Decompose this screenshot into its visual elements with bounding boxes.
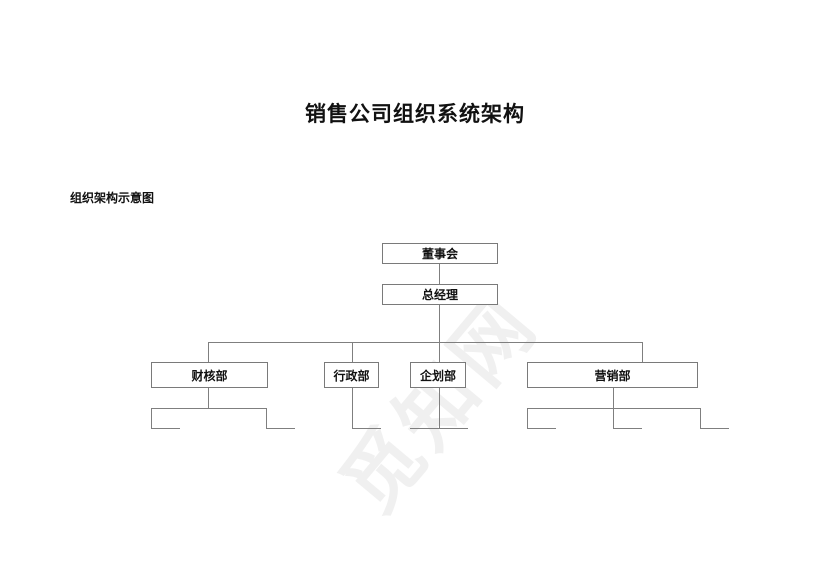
- connector-finance-sub-left-stub: [151, 428, 180, 429]
- node-planning-dept-label: 企划部: [419, 368, 456, 383]
- connector-drop-sales: [642, 342, 643, 362]
- connector-planning-sub-stub: [410, 428, 468, 429]
- connector-dept-bus: [208, 342, 643, 343]
- node-board: 董事会: [382, 243, 498, 264]
- node-planning-dept: 企划部: [410, 362, 466, 388]
- page-title: 销售公司组织系统架构: [305, 102, 525, 126]
- diagram-subtitle: 组织架构示意图: [70, 191, 155, 205]
- connector-sales-sub-right: [700, 408, 701, 429]
- node-sales-dept-label: 营销部: [594, 368, 631, 383]
- node-general-manager-label: 总经理: [421, 288, 458, 302]
- node-finance-dept: 财核部: [151, 362, 268, 388]
- node-admin-dept-label: 行政部: [333, 368, 370, 383]
- node-board-label: 董事会: [421, 247, 458, 261]
- node-general-manager: 总经理: [382, 284, 498, 305]
- connector-sales-sub-mid-stub: [613, 428, 642, 429]
- connector-sales-sub-left-stub: [527, 428, 556, 429]
- connector-sales-sub-mid: [613, 408, 614, 429]
- connector-drop-admin: [352, 342, 353, 362]
- connector-sales-sub-right-stub: [700, 428, 729, 429]
- connector-board-manager: [439, 264, 440, 284]
- connector-manager-bus: [439, 305, 440, 342]
- connector-finance-sub-right-stub: [266, 428, 295, 429]
- connector-admin-sub: [352, 388, 353, 429]
- connector-finance-sub-right: [266, 408, 267, 429]
- node-finance-dept-label: 财核部: [191, 368, 228, 383]
- connector-admin-sub-stub: [352, 428, 381, 429]
- connector-finance-sub-bus: [151, 408, 267, 409]
- connector-planning-sub: [439, 388, 440, 429]
- connector-drop-finance: [208, 342, 209, 362]
- node-sales-dept: 营销部: [527, 362, 698, 388]
- connector-drop-planning: [439, 342, 440, 362]
- connector-sales-sub-left: [527, 408, 528, 429]
- connector-finance-sub: [208, 388, 209, 408]
- connector-finance-sub-left: [151, 408, 152, 429]
- watermark: 觅知网: [324, 279, 556, 530]
- node-admin-dept: 行政部: [324, 362, 379, 388]
- connector-sales-sub: [613, 388, 614, 408]
- connector-sales-sub-bus: [527, 408, 701, 409]
